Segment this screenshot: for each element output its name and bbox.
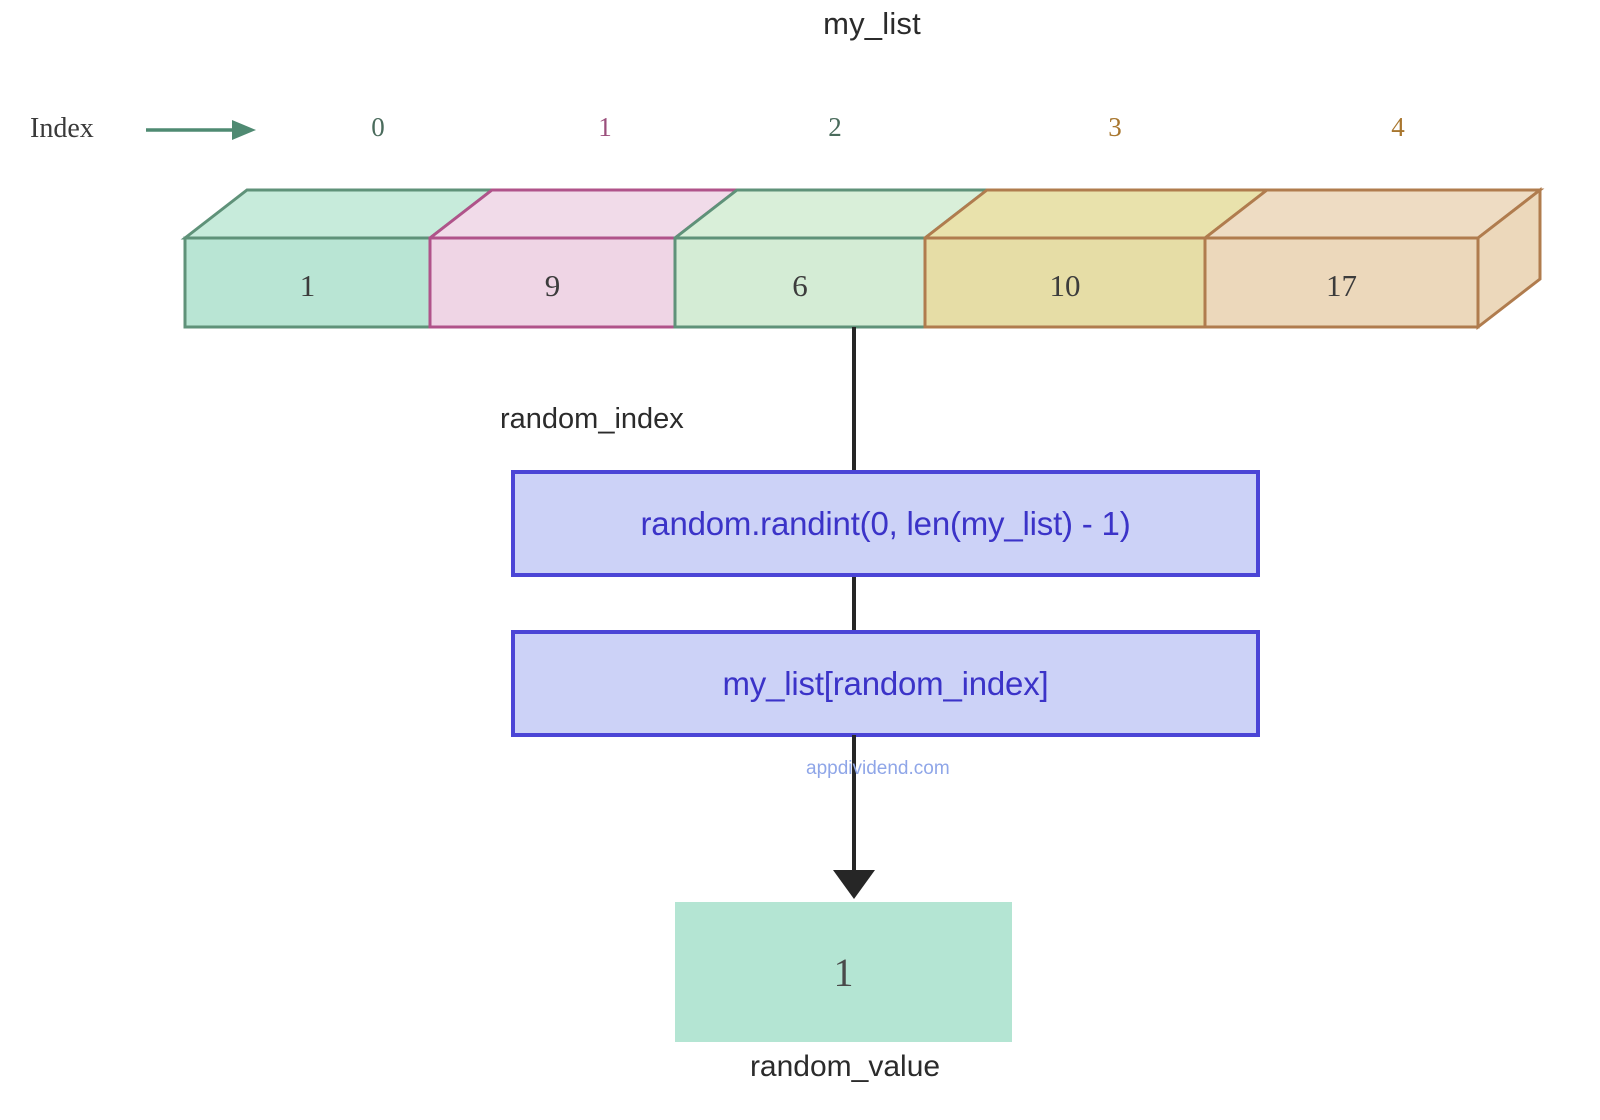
index-number-0: 0 bbox=[371, 112, 385, 142]
result-box bbox=[675, 902, 1012, 1042]
result-value: 1 bbox=[833, 949, 854, 995]
array-cell-0-face bbox=[183, 236, 432, 329]
right-arrow-icon bbox=[146, 120, 256, 140]
diagram-title: my_list bbox=[0, 6, 1600, 42]
code-box-2-text: my_list[random_index] bbox=[722, 665, 1049, 702]
index-number-4: 4 bbox=[1391, 112, 1405, 142]
index-number-1: 1 bbox=[598, 112, 612, 142]
array-cell-1-face bbox=[428, 236, 677, 329]
array-cell-3-face bbox=[923, 236, 1207, 329]
connector-step-2-to-result-arrow-icon bbox=[833, 735, 875, 899]
index-number-2: 2 bbox=[828, 112, 842, 142]
index-number-3: 3 bbox=[1108, 112, 1122, 142]
watermark: appdividend.com bbox=[806, 758, 950, 779]
index-axis-label: Index bbox=[30, 113, 94, 144]
array-cell-4-face bbox=[1203, 236, 1480, 329]
array-cell-2-face bbox=[673, 236, 927, 329]
random-index-label: random_index bbox=[500, 403, 684, 435]
result-caption: random_value bbox=[749, 1050, 941, 1083]
code-box-2[interactable] bbox=[511, 630, 1260, 737]
code-box-1-text: random.randint(0, len(my_list) - 1) bbox=[640, 505, 1131, 542]
diagram-title-text: my_list bbox=[823, 6, 921, 41]
code-box-1[interactable] bbox=[511, 470, 1260, 577]
